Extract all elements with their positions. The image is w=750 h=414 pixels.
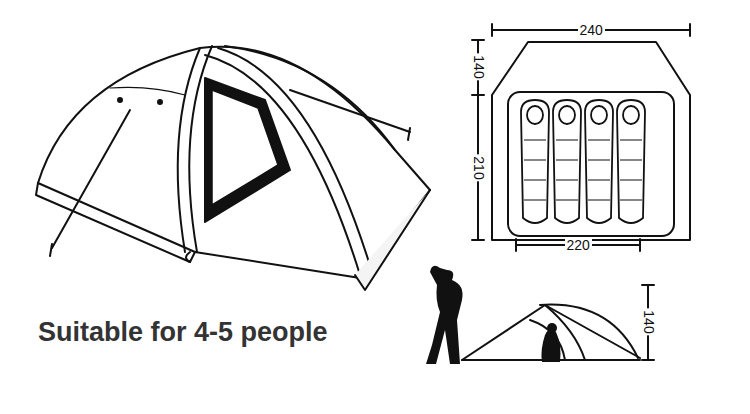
dimension-label: 210 xyxy=(470,154,486,181)
dimension-label: 240 xyxy=(578,22,605,38)
sleeping-bags xyxy=(521,100,645,223)
dimension-label: 140 xyxy=(470,53,486,80)
dimension-label: 220 xyxy=(565,237,592,253)
person-silhouette xyxy=(426,266,561,364)
caption-text: Suitable for 4-5 people xyxy=(38,316,328,348)
dimension-label: 140 xyxy=(640,308,656,335)
